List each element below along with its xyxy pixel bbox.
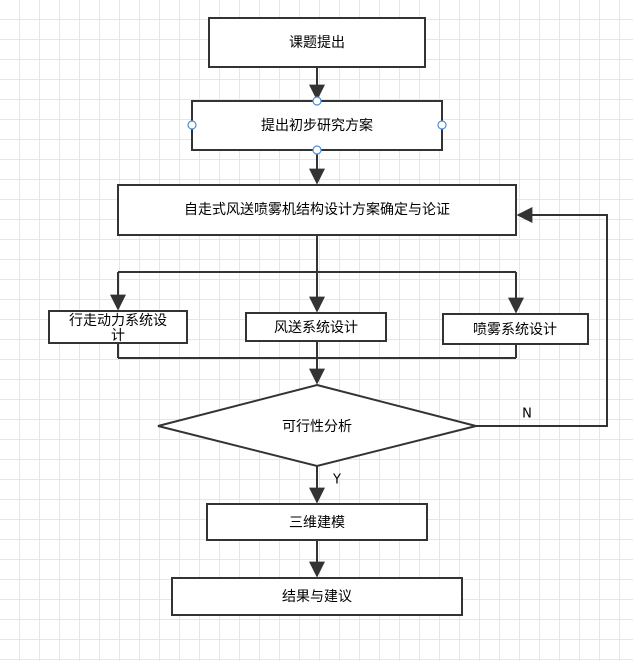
label-results: 结果与建议 — [282, 589, 352, 605]
node-walk-power[interactable] — [48, 310, 188, 344]
label-walk-power-line1: 行走动力系统设 — [69, 313, 167, 329]
handle-bottom[interactable] — [312, 145, 322, 155]
edge-label-no: N — [522, 407, 532, 422]
label-topic: 课题提出 — [289, 35, 345, 51]
nodes — [48, 17, 589, 616]
label-walk-power-line2: 计 — [111, 328, 125, 344]
node-labels: 课题提出 提出初步研究方案 自走式风送喷雾机结构设计方案确定与论证 行走动力系统… — [69, 35, 557, 605]
edge-labels: Y N — [332, 407, 532, 488]
edge-feasibility-no — [476, 207, 608, 427]
label-3d-modeling: 三维建模 — [289, 515, 345, 531]
handle-top[interactable] — [312, 96, 322, 106]
node-structure-design[interactable] — [117, 184, 517, 236]
edge-label-yes: Y — [332, 473, 341, 488]
node-spray-system[interactable] — [442, 313, 589, 345]
node-feasibility[interactable] — [157, 383, 477, 468]
label-spray-system: 喷雾系统设计 — [473, 322, 557, 338]
edges — [110, 67, 608, 578]
selection-handles[interactable] — [187, 96, 447, 155]
label-air-delivery: 风送系统设计 — [274, 320, 358, 336]
node-3d-modeling[interactable] — [206, 503, 428, 541]
label-feasibility: 可行性分析 — [282, 419, 352, 435]
node-topic[interactable] — [208, 17, 426, 68]
node-air-delivery[interactable] — [245, 312, 387, 342]
label-preliminary-plan: 提出初步研究方案 — [261, 117, 373, 134]
label-structure-design: 自走式风送喷雾机结构设计方案确定与论证 — [184, 201, 450, 218]
handle-right[interactable] — [437, 120, 447, 130]
node-results[interactable] — [171, 577, 463, 616]
handle-left[interactable] — [187, 120, 197, 130]
